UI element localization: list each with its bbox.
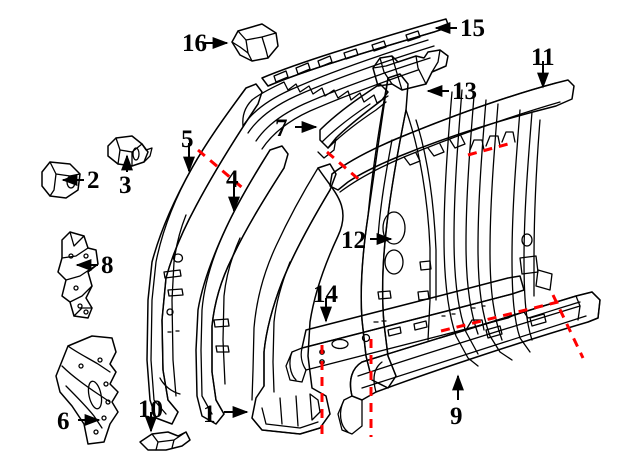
part-5-a-pillar-outer-upper — [146, 83, 263, 425]
part-1-body-side-outer-lower-a-pillar — [251, 163, 344, 435]
rocker-upper-flange — [439, 301, 581, 339]
leader-arrow-group — [61, 22, 549, 433]
callout-13[interactable]: 13 — [452, 78, 477, 105]
part-8-hinge-reinforcement — [57, 231, 99, 319]
callout-7[interactable]: 7 — [275, 115, 288, 142]
part-16-roof-rail-end-bracket — [231, 23, 279, 62]
part-10-small-bracket-lower — [139, 431, 191, 451]
callout-15[interactable]: 15 — [460, 15, 485, 42]
part-14-inner-rocker-reinforcement — [285, 275, 525, 383]
callout-14[interactable]: 14 — [313, 281, 338, 308]
callout-9[interactable]: 9 — [450, 403, 463, 430]
cut-line-group — [197, 142, 585, 437]
cut-a-pillar-upper — [197, 148, 246, 192]
callout-4[interactable]: 4 — [226, 166, 239, 193]
callout-3[interactable]: 3 — [119, 172, 132, 199]
callout-10[interactable]: 10 — [138, 396, 163, 423]
callout-5[interactable]: 5 — [181, 126, 194, 153]
part-12-b-pillar-inner — [360, 73, 437, 389]
part-13-b-pillar-upper-reinforcement — [372, 49, 449, 91]
callout-16[interactable]: 16 — [182, 30, 207, 57]
callout-8[interactable]: 8 — [101, 252, 114, 279]
part-11-roof-side-rail-outer — [329, 79, 575, 193]
cut-roof-rail-rear — [467, 142, 509, 157]
callout-11[interactable]: 11 — [531, 44, 555, 71]
callout-2[interactable]: 2 — [87, 167, 100, 194]
cut-roof-rail-front — [326, 150, 364, 185]
callout-12[interactable]: 12 — [341, 227, 366, 254]
cut-rocker-rear-vert — [551, 294, 585, 359]
callout-1[interactable]: 1 — [203, 401, 216, 428]
part-4-a-pillar-inner-reinforcement — [195, 145, 289, 425]
part-7-roof-side-rail-front — [317, 83, 389, 159]
callout-6[interactable]: 6 — [57, 408, 70, 435]
cut-rocker-mid — [440, 299, 563, 333]
